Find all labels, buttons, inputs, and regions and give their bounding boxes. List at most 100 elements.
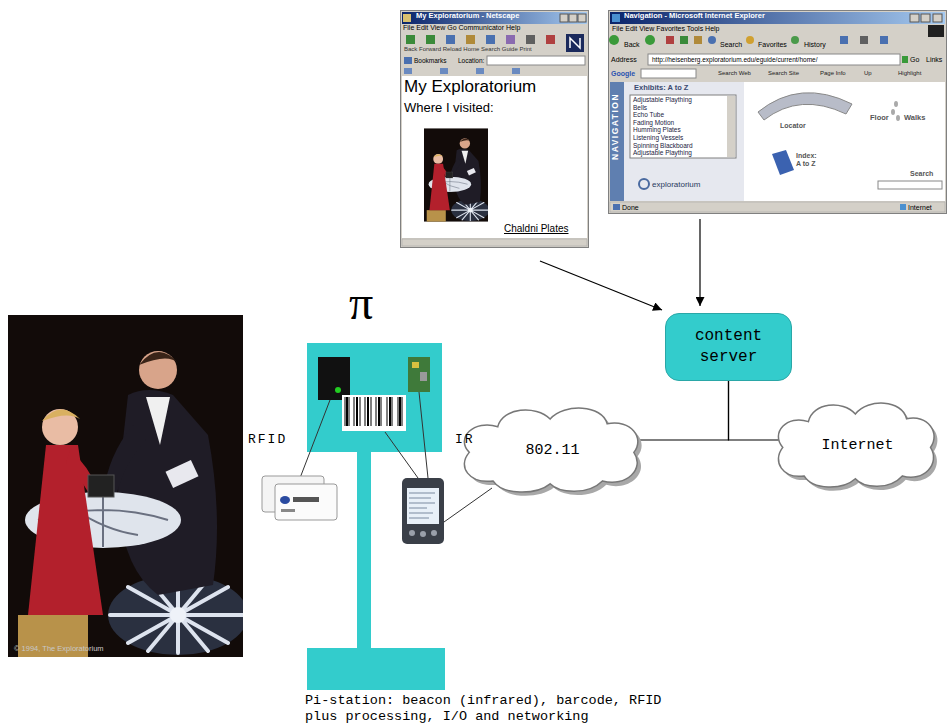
browser-window-chrome [466,35,475,44]
signal-line [300,400,330,478]
nav-link: Floor [870,114,889,123]
pi-station: π [307,343,442,452]
browser-window-chrome [860,36,868,44]
toolbar-button: Links [926,56,942,64]
pda-device [402,478,444,544]
browser-window-chrome [440,68,448,74]
location-label: Location: [458,57,484,64]
toolbar-button: Page Info [820,70,846,77]
toolbar-button: History [804,41,826,49]
browser-window-chrome [560,14,568,22]
pi-station-body [412,362,419,368]
browser-window-chrome [401,11,589,248]
pi-station-body [318,357,350,400]
browser-window-chrome [401,11,589,248]
browser-window-chrome [402,239,587,246]
rfid-card [281,509,295,512]
pda-device [420,531,426,537]
toolbar-labels: Back Forward Reload Home Search Guide Pr… [404,46,532,53]
pi-station-body [335,387,341,393]
toolbar-button: Search Web [718,70,751,77]
network-label: 802.11 [525,442,579,459]
cloud-outline [464,408,637,492]
pda-device [407,488,439,524]
browser-window-chrome [648,54,900,65]
signal-line [444,488,492,522]
browser-window-chrome [708,36,716,44]
browser-window-chrome [610,202,945,212]
pi-station-body [345,397,402,426]
browser-window-chrome [612,14,620,22]
cloud-outline [778,403,934,487]
server-label: content server [676,326,781,368]
browser-window-chrome [894,101,898,107]
browser-window-chrome [569,14,577,22]
browser-window-chrome [610,82,624,201]
pda-device [409,530,415,536]
pi-station-body [307,343,442,452]
list-item: Spinning Blackboard [633,142,693,149]
interface-label: IR [455,433,475,448]
server-box: content server [665,313,792,381]
browser-window-chrome [406,35,415,44]
toolbar-button: Bookmarks [414,57,447,64]
browser-window-chrome [694,36,702,44]
interface-label: RFID [248,433,287,448]
browser-window-chrome [404,57,412,64]
browser-window-chrome [896,115,900,121]
browser-window-chrome [928,25,944,37]
browser-window-chrome [624,82,744,201]
browser-window-chrome [610,12,945,24]
url-text: http://heisenberg.exploratorium.edu/egui… [652,56,818,63]
nav-link: Search [910,170,933,178]
pi-station-body [357,452,371,650]
browser-window-chrome [666,36,674,44]
connector [625,381,729,440]
browser-window-chrome [566,34,584,52]
browser-window-chrome [610,82,945,201]
browser-window-chrome [891,109,895,115]
browser-window-chrome [902,56,908,63]
connector [540,261,662,310]
toolbar-button: Search [720,41,742,49]
pi-station-body [342,395,406,431]
browser-window-chrome [424,128,489,221]
toolbar-button: Favorites [758,41,787,49]
rfid-card [275,484,337,520]
menu-bar: File Edit View Go Communicator Help [403,24,520,32]
nav-link: Walks [904,114,925,123]
pda-device [402,478,444,544]
browser-window-chrome [880,36,888,44]
network-cloud: 802.11 [455,400,650,500]
exhibit-photo [8,315,248,657]
status-text: Done [622,204,639,212]
list-item: Adjustable Plaything [633,96,692,103]
browser-window-chrome [609,11,947,214]
browser-window-chrome [578,14,586,22]
exhibit-photo [8,315,248,657]
browser-window-chrome [840,36,848,44]
list-item: Listening Vessels [633,134,683,141]
browser-window-chrome [645,35,655,45]
browser-window-chrome [570,38,580,48]
browser-window-chrome [758,93,852,120]
list-item: Bells [633,104,647,111]
browser-window-chrome [476,68,484,74]
page-heading: My Exploratorium [404,77,536,97]
title-bar-text: My Exploratorium - Netscape [416,12,519,21]
page-text: Where I visited: [404,101,494,116]
pi-symbol: π [349,279,373,327]
browser-window-chrome [609,11,947,214]
browser-window-chrome [878,181,942,189]
browser-window-chrome [900,204,906,210]
browser-window-chrome [921,14,930,22]
browser-window-chrome [630,95,736,158]
browser-window-chrome [403,14,411,22]
menu-bar: File Edit View Favorites Tools Help [612,25,720,33]
browser-window-chrome [933,14,942,22]
pi-station-body [420,372,427,381]
network-label: Internet [821,437,893,454]
browser-window-chrome [402,76,587,238]
toolbar-button: Back [624,41,640,49]
browser-window-chrome [512,68,520,74]
